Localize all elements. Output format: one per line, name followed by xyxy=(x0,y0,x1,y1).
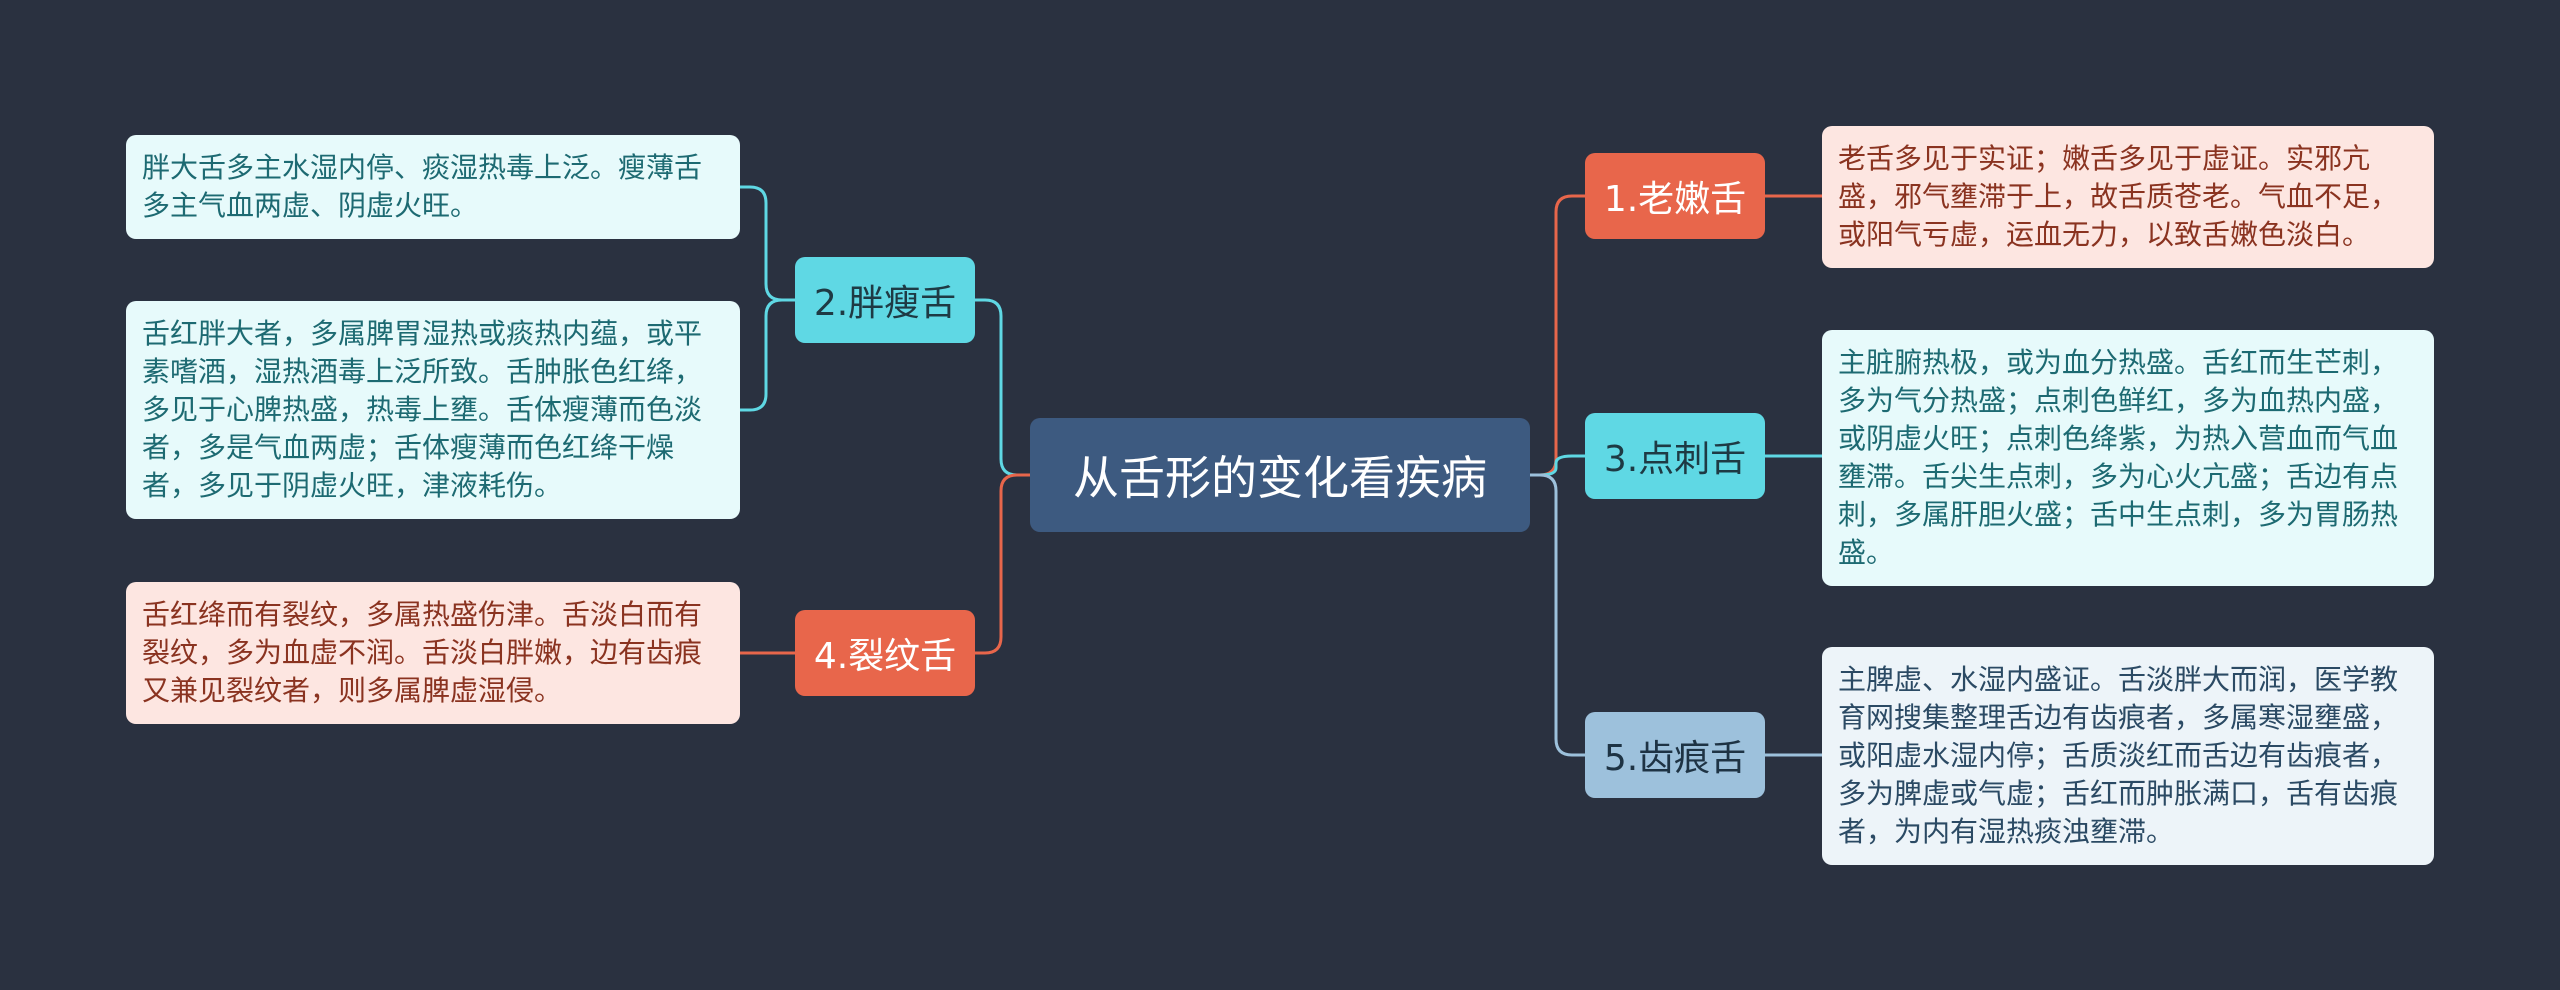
branch-4-liewen[interactable]: 4.裂纹舌 xyxy=(795,610,975,696)
connector-center-b5 xyxy=(1530,473,1585,757)
leaf-liewen-desc[interactable]: 舌红绛而有裂纹，多属热盛伤津。舌淡白而有裂纹，多为血虚不润。舌淡白胖嫩，边有齿痕… xyxy=(126,582,740,724)
connector-center-b4 xyxy=(975,473,1030,655)
connector-center-b1 xyxy=(1530,194,1585,477)
connector-b2-leaf1 xyxy=(740,185,795,302)
branch-2-pangshou[interactable]: 2.胖瘦舌 xyxy=(795,257,975,343)
branch-5-chihen[interactable]: 5.齿痕舌 xyxy=(1585,712,1765,798)
leaf-laonen-desc[interactable]: 老舌多见于实证；嫩舌多见于虚证。实邪亢盛，邪气壅滞于上，故舌质苍老。气血不足，或… xyxy=(1822,126,2434,268)
connector-center-b2 xyxy=(975,298,1030,477)
leaf-dianci-desc[interactable]: 主脏腑热极，或为血分热盛。舌红而生芒刺，多为气分热盛；点刺色鲜红，多为血热内盛，… xyxy=(1822,330,2434,586)
branch-3-dianci[interactable]: 3.点刺舌 xyxy=(1585,413,1765,499)
branch-1-laonen[interactable]: 1.老嫩舌 xyxy=(1585,153,1765,239)
leaf-pangshou-desc-1[interactable]: 胖大舌多主水湿内停、痰湿热毒上泛。瘦薄舌多主气血两虚、阴虚火旺。 xyxy=(126,135,740,239)
leaf-chihen-desc[interactable]: 主脾虚、水湿内盛证。舌淡胖大而润，医学教育网搜集整理舌边有齿痕者，多属寒湿壅盛，… xyxy=(1822,647,2434,865)
leaf-pangshou-desc-2[interactable]: 舌红胖大者，多属脾胃湿热或痰热内蕴，或平素嗜酒，湿热酒毒上泛所致。舌肿胀色红绛，… xyxy=(126,301,740,519)
connector-center-b3 xyxy=(1530,454,1585,477)
center-topic[interactable]: 从舌形的变化看疾病 xyxy=(1030,418,1530,532)
connector-b2-leaf2 xyxy=(740,298,795,412)
